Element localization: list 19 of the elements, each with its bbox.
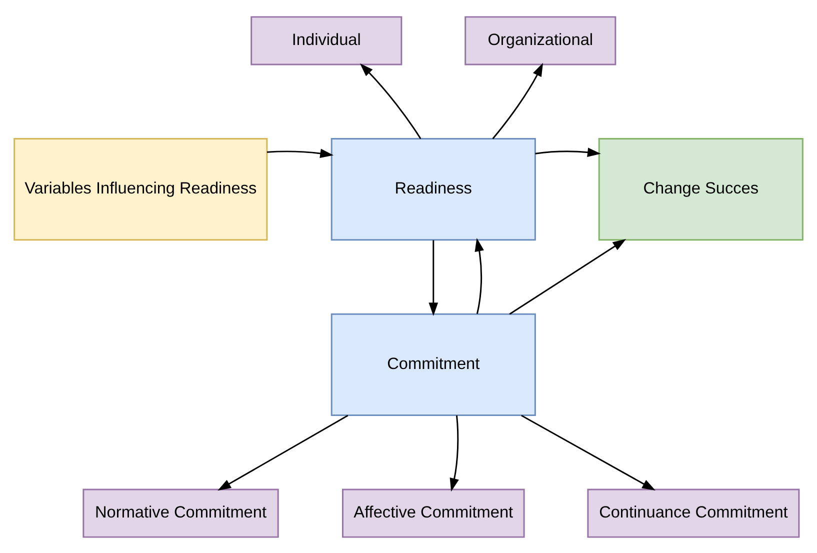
node-box: Organizational	[464, 16, 616, 65]
arrow	[535, 147, 601, 156]
node-box: Continuance Commitment	[587, 488, 800, 538]
arrow	[474, 238, 484, 314]
arrow	[492, 62, 544, 139]
node-box: Change Succes	[598, 138, 804, 240]
node-box: Normative Commitment	[82, 488, 279, 538]
node-box: Variables Influencing Readiness	[14, 138, 268, 240]
arrow	[450, 414, 459, 492]
arrow	[428, 240, 438, 316]
arrow	[509, 238, 626, 314]
arrow	[521, 414, 656, 490]
node-box: Commitment	[330, 312, 536, 416]
arrow	[266, 148, 334, 158]
node-box: Individual	[250, 16, 402, 65]
node-box: Readiness	[330, 138, 536, 240]
node-box: Affective Commitment	[342, 488, 525, 538]
arrow	[218, 414, 348, 490]
arrow	[360, 62, 422, 139]
